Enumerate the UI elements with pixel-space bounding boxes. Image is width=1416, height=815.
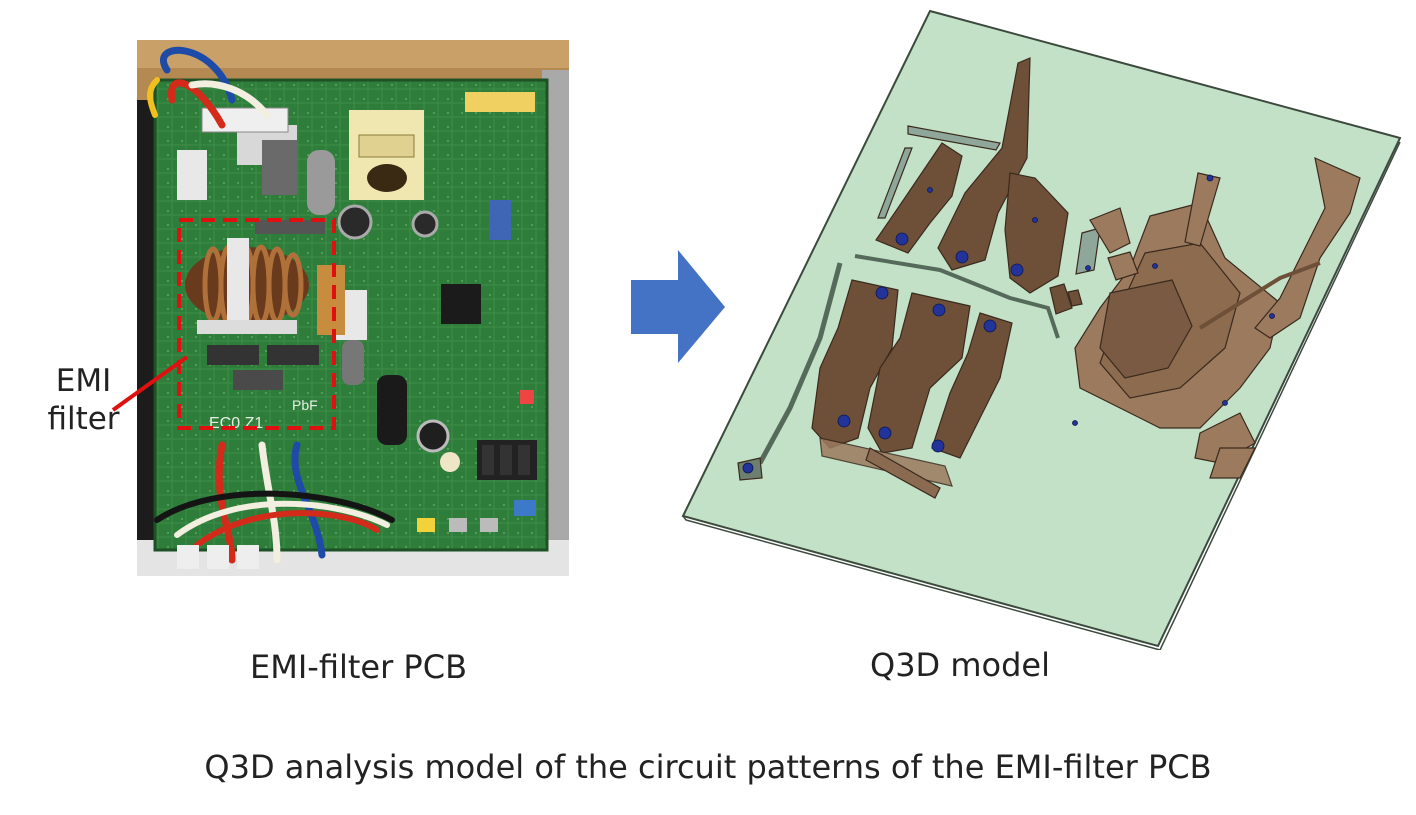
- emi-label-line2: filter: [47, 401, 120, 437]
- pcb-label: EMI-filter PCB: [250, 648, 468, 686]
- pcb-photo: EC0 Z1 PbF: [137, 40, 569, 576]
- silkscreen-pbf: PbF: [292, 397, 318, 413]
- substrate: [681, 9, 1402, 648]
- emi-label-line1: EMI: [55, 363, 112, 399]
- copper-traces: [737, 57, 1361, 499]
- q3d-model: [681, 9, 1402, 650]
- vias: [742, 174, 1275, 474]
- figure-caption: Q3D analysis model of the circuit patter…: [204, 748, 1212, 786]
- emi-filter-label: EMI filter: [36, 362, 131, 438]
- q3d-model-label: Q3D model: [870, 646, 1050, 684]
- right-arrow-icon: [631, 250, 725, 363]
- emi-filter-highlight: [177, 218, 336, 430]
